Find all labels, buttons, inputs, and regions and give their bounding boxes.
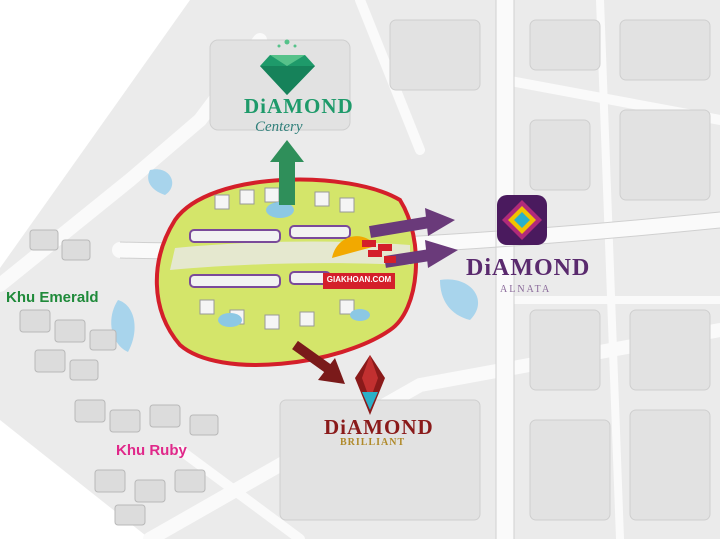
centery-subtitle: Centery bbox=[255, 119, 303, 135]
centery-gem-icon bbox=[260, 39, 315, 95]
watermark-logo bbox=[323, 236, 396, 289]
centery-name: DiAMOND bbox=[244, 94, 354, 118]
khu-ruby-label: Khu Ruby bbox=[116, 442, 187, 459]
emerald-cluster bbox=[19, 229, 117, 381]
alnata-gem-icon bbox=[497, 195, 547, 245]
brilliant-name: DiAMOND bbox=[324, 415, 434, 439]
watermark-text: GIAKHOAN.COM bbox=[326, 275, 392, 284]
diamond-island-site bbox=[154, 177, 418, 367]
brilliant-gem-icon bbox=[355, 355, 385, 415]
brilliant-subtitle: BRILLIANT bbox=[340, 437, 406, 448]
arrow-to-brilliant bbox=[292, 340, 345, 384]
city-blocks bbox=[209, 19, 711, 521]
arrow-to-alnata-upper bbox=[369, 208, 455, 238]
alnata-subtitle: ALNATA bbox=[500, 284, 552, 295]
arrow-to-centery bbox=[270, 140, 304, 205]
water-features bbox=[111, 169, 479, 352]
ruby-cluster bbox=[74, 399, 219, 526]
alnata-name: DiAMOND bbox=[466, 255, 591, 281]
khu-emerald-label: Khu Emerald bbox=[6, 289, 99, 306]
